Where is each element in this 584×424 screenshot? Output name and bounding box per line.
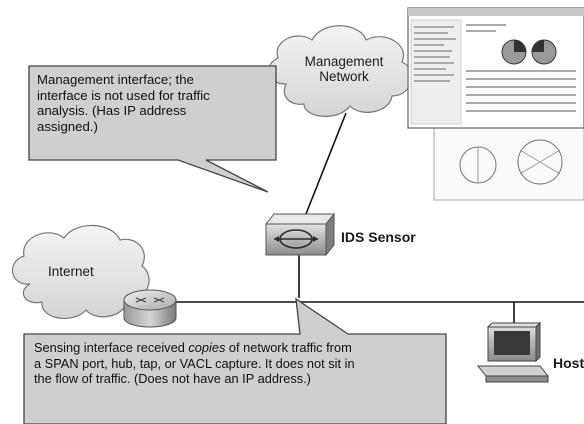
ids-sensor-label: IDS Sensor: [341, 229, 416, 245]
management-network-cloud: [267, 25, 413, 117]
sensing-text-pre: Sensing interface received: [34, 340, 189, 355]
sensing-text-post: of network traffic from: [225, 340, 352, 355]
management-callout-bubble: [28, 65, 277, 193]
sensing-text-emphasis: copies: [188, 340, 226, 355]
management-callout-line: assigned.): [37, 118, 98, 134]
management-callout-line: Management interface; the: [37, 72, 194, 87]
management-network-label-line: Management: [304, 54, 384, 69]
management-console-screenshot: [407, 7, 584, 201]
management-network-label: Management Network: [304, 54, 384, 84]
sensing-callout-line: Sensing interface received copies of net…: [34, 340, 444, 356]
ids-sensor-device: [264, 212, 336, 257]
management-network-label-line: Network: [319, 69, 369, 84]
host-label: Host: [553, 355, 584, 371]
sensing-callout-text: Sensing interface received copies of net…: [34, 340, 444, 387]
management-callout-line: interface is not used for traffic: [37, 87, 210, 103]
sensing-callout-bubble: [23, 297, 447, 424]
router-icon: [123, 289, 177, 328]
management-callout-text: Management interface; the interface is n…: [37, 72, 273, 134]
sensing-callout-line: the flow of traffic. (Does not have an I…: [34, 371, 311, 386]
network-links: [165, 112, 584, 325]
internet-cloud: [12, 224, 150, 319]
sensing-callout-line: a SPAN port, hub, tap, or VACL capture. …: [34, 355, 355, 371]
host-computer-icon: [476, 321, 550, 383]
management-callout-line: analysis. (Has IP address: [37, 103, 187, 118]
internet-label: Internet: [48, 264, 94, 279]
